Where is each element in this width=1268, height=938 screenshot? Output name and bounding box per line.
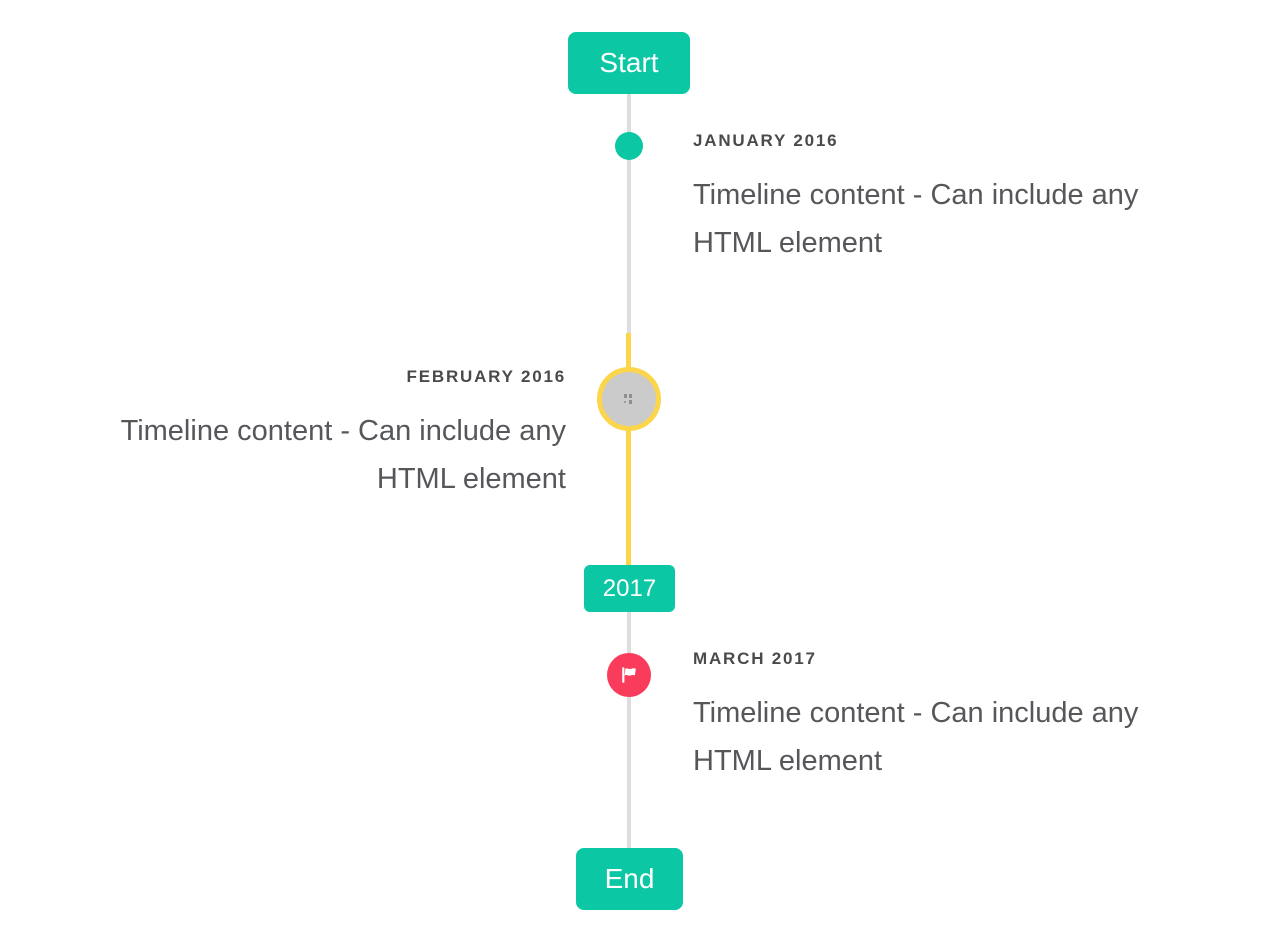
timeline-line-segment-top (627, 93, 631, 334)
flag-icon (622, 667, 636, 683)
timeline-line-segment-highlighted (626, 333, 631, 566)
end-flag-label: End (604, 863, 655, 894)
february-image-circle (597, 367, 661, 431)
start-flag: Start (568, 32, 690, 94)
timeline-entry-january-2016: JANUARY 2016 Timeline content - Can incl… (693, 131, 1223, 267)
timeline-entry-february-2016: FEBRUARY 2016 Timeline content - Can inc… (36, 367, 566, 503)
march-flag-dot (607, 653, 651, 697)
broken-image-icon (624, 394, 632, 404)
year-2017-flag: 2017 (584, 565, 675, 612)
entry-title: FEBRUARY 2016 (406, 367, 566, 386)
entry-content: Timeline content - Can include any HTML … (693, 179, 1139, 259)
entry-content: Timeline content - Can include any HTML … (693, 697, 1139, 777)
start-flag-label: Start (599, 47, 659, 78)
end-flag: End (576, 848, 683, 910)
entry-title: JANUARY 2016 (693, 131, 839, 150)
entry-title: MARCH 2017 (693, 649, 817, 668)
timeline-line-segment-bottom (627, 611, 631, 849)
year-flag-label: 2017 (602, 574, 657, 602)
entry-content: Timeline content - Can include any HTML … (120, 415, 566, 495)
january-teal-dot (615, 132, 643, 160)
timeline-entry-march-2017: MARCH 2017 Timeline content - Can includ… (693, 649, 1223, 785)
